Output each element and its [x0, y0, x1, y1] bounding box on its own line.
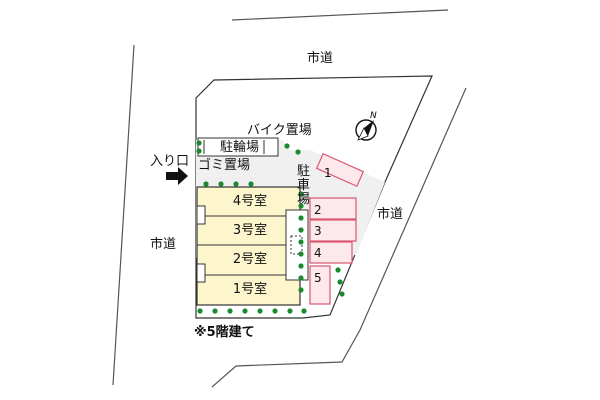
- tree-icon: [298, 227, 304, 233]
- tree-icon: [212, 308, 218, 314]
- tree-icon: [335, 267, 341, 273]
- balcony-notch: [196, 205, 206, 225]
- tree-icon: [227, 308, 233, 314]
- parking-slot-number: 3: [314, 224, 322, 238]
- room-label: 1号室: [232, 282, 268, 297]
- tree-icon: [298, 263, 304, 269]
- building: [196, 186, 301, 306]
- tree-icon: [233, 181, 239, 187]
- parking-slot: [315, 152, 365, 188]
- trees: [196, 140, 345, 314]
- bicycle-parking-label: 駐輪場: [220, 140, 260, 155]
- entrance-label: 入り口: [150, 154, 190, 169]
- compass-north-label: N: [370, 111, 377, 121]
- parking-slot: [309, 241, 353, 264]
- tree-icon: [298, 275, 304, 281]
- tree-icon: [272, 308, 278, 314]
- road-label-right: 市道: [377, 207, 404, 222]
- room-label: 4号室: [232, 194, 268, 209]
- tree-icon: [298, 239, 304, 245]
- parking-slot-number: 4: [314, 246, 322, 260]
- parking-slot-number: 2: [314, 203, 322, 217]
- tree-icon: [298, 251, 304, 257]
- parking-slot: [309, 219, 357, 242]
- garbage-area-label: ゴミ置場: [198, 158, 251, 173]
- floors-note: ※5階建て: [194, 325, 255, 340]
- entrance-arrow-icon: [166, 167, 188, 185]
- tree-icon: [284, 143, 290, 149]
- tree-icon: [203, 181, 209, 187]
- tree-icon: [257, 308, 263, 314]
- tree-icon: [196, 148, 202, 154]
- tree-icon: [301, 308, 307, 314]
- tree-icon: [298, 191, 304, 197]
- compass-icon: [355, 119, 377, 141]
- road-line-top: [231, 9, 449, 21]
- room-label: 3号室: [232, 223, 268, 238]
- road-line-right: [211, 87, 467, 388]
- room-label: 2号室: [232, 252, 268, 267]
- parking-slot: [309, 197, 357, 220]
- parking-slot-number: 5: [314, 271, 322, 285]
- tree-icon: [197, 308, 203, 314]
- road-line-left: [112, 44, 135, 386]
- tree-icon: [242, 308, 248, 314]
- tree-icon: [337, 279, 343, 285]
- tree-icon: [295, 149, 301, 155]
- parking-area: [309, 152, 365, 305]
- tree-icon: [298, 215, 304, 221]
- parking-slot: [309, 265, 331, 305]
- tree-icon: [218, 181, 224, 187]
- balcony-notch: [196, 263, 206, 283]
- tree-icon: [298, 287, 304, 293]
- bike-parking-label: バイク置場: [247, 123, 312, 138]
- parking-slot-number: 1: [324, 166, 332, 180]
- tree-icon: [248, 181, 254, 187]
- parking-label: 駐車場: [297, 164, 311, 207]
- stair-core: [285, 209, 309, 281]
- road-label-left: 市道: [150, 237, 177, 252]
- bicycle-parking-box: [197, 137, 279, 157]
- tree-icon: [287, 308, 293, 314]
- tree-icon: [196, 140, 202, 146]
- tree-icon: [339, 291, 345, 297]
- elevator-shaft: [290, 235, 303, 255]
- tree-icon: [298, 203, 304, 209]
- road-label-top: 市道: [307, 51, 334, 66]
